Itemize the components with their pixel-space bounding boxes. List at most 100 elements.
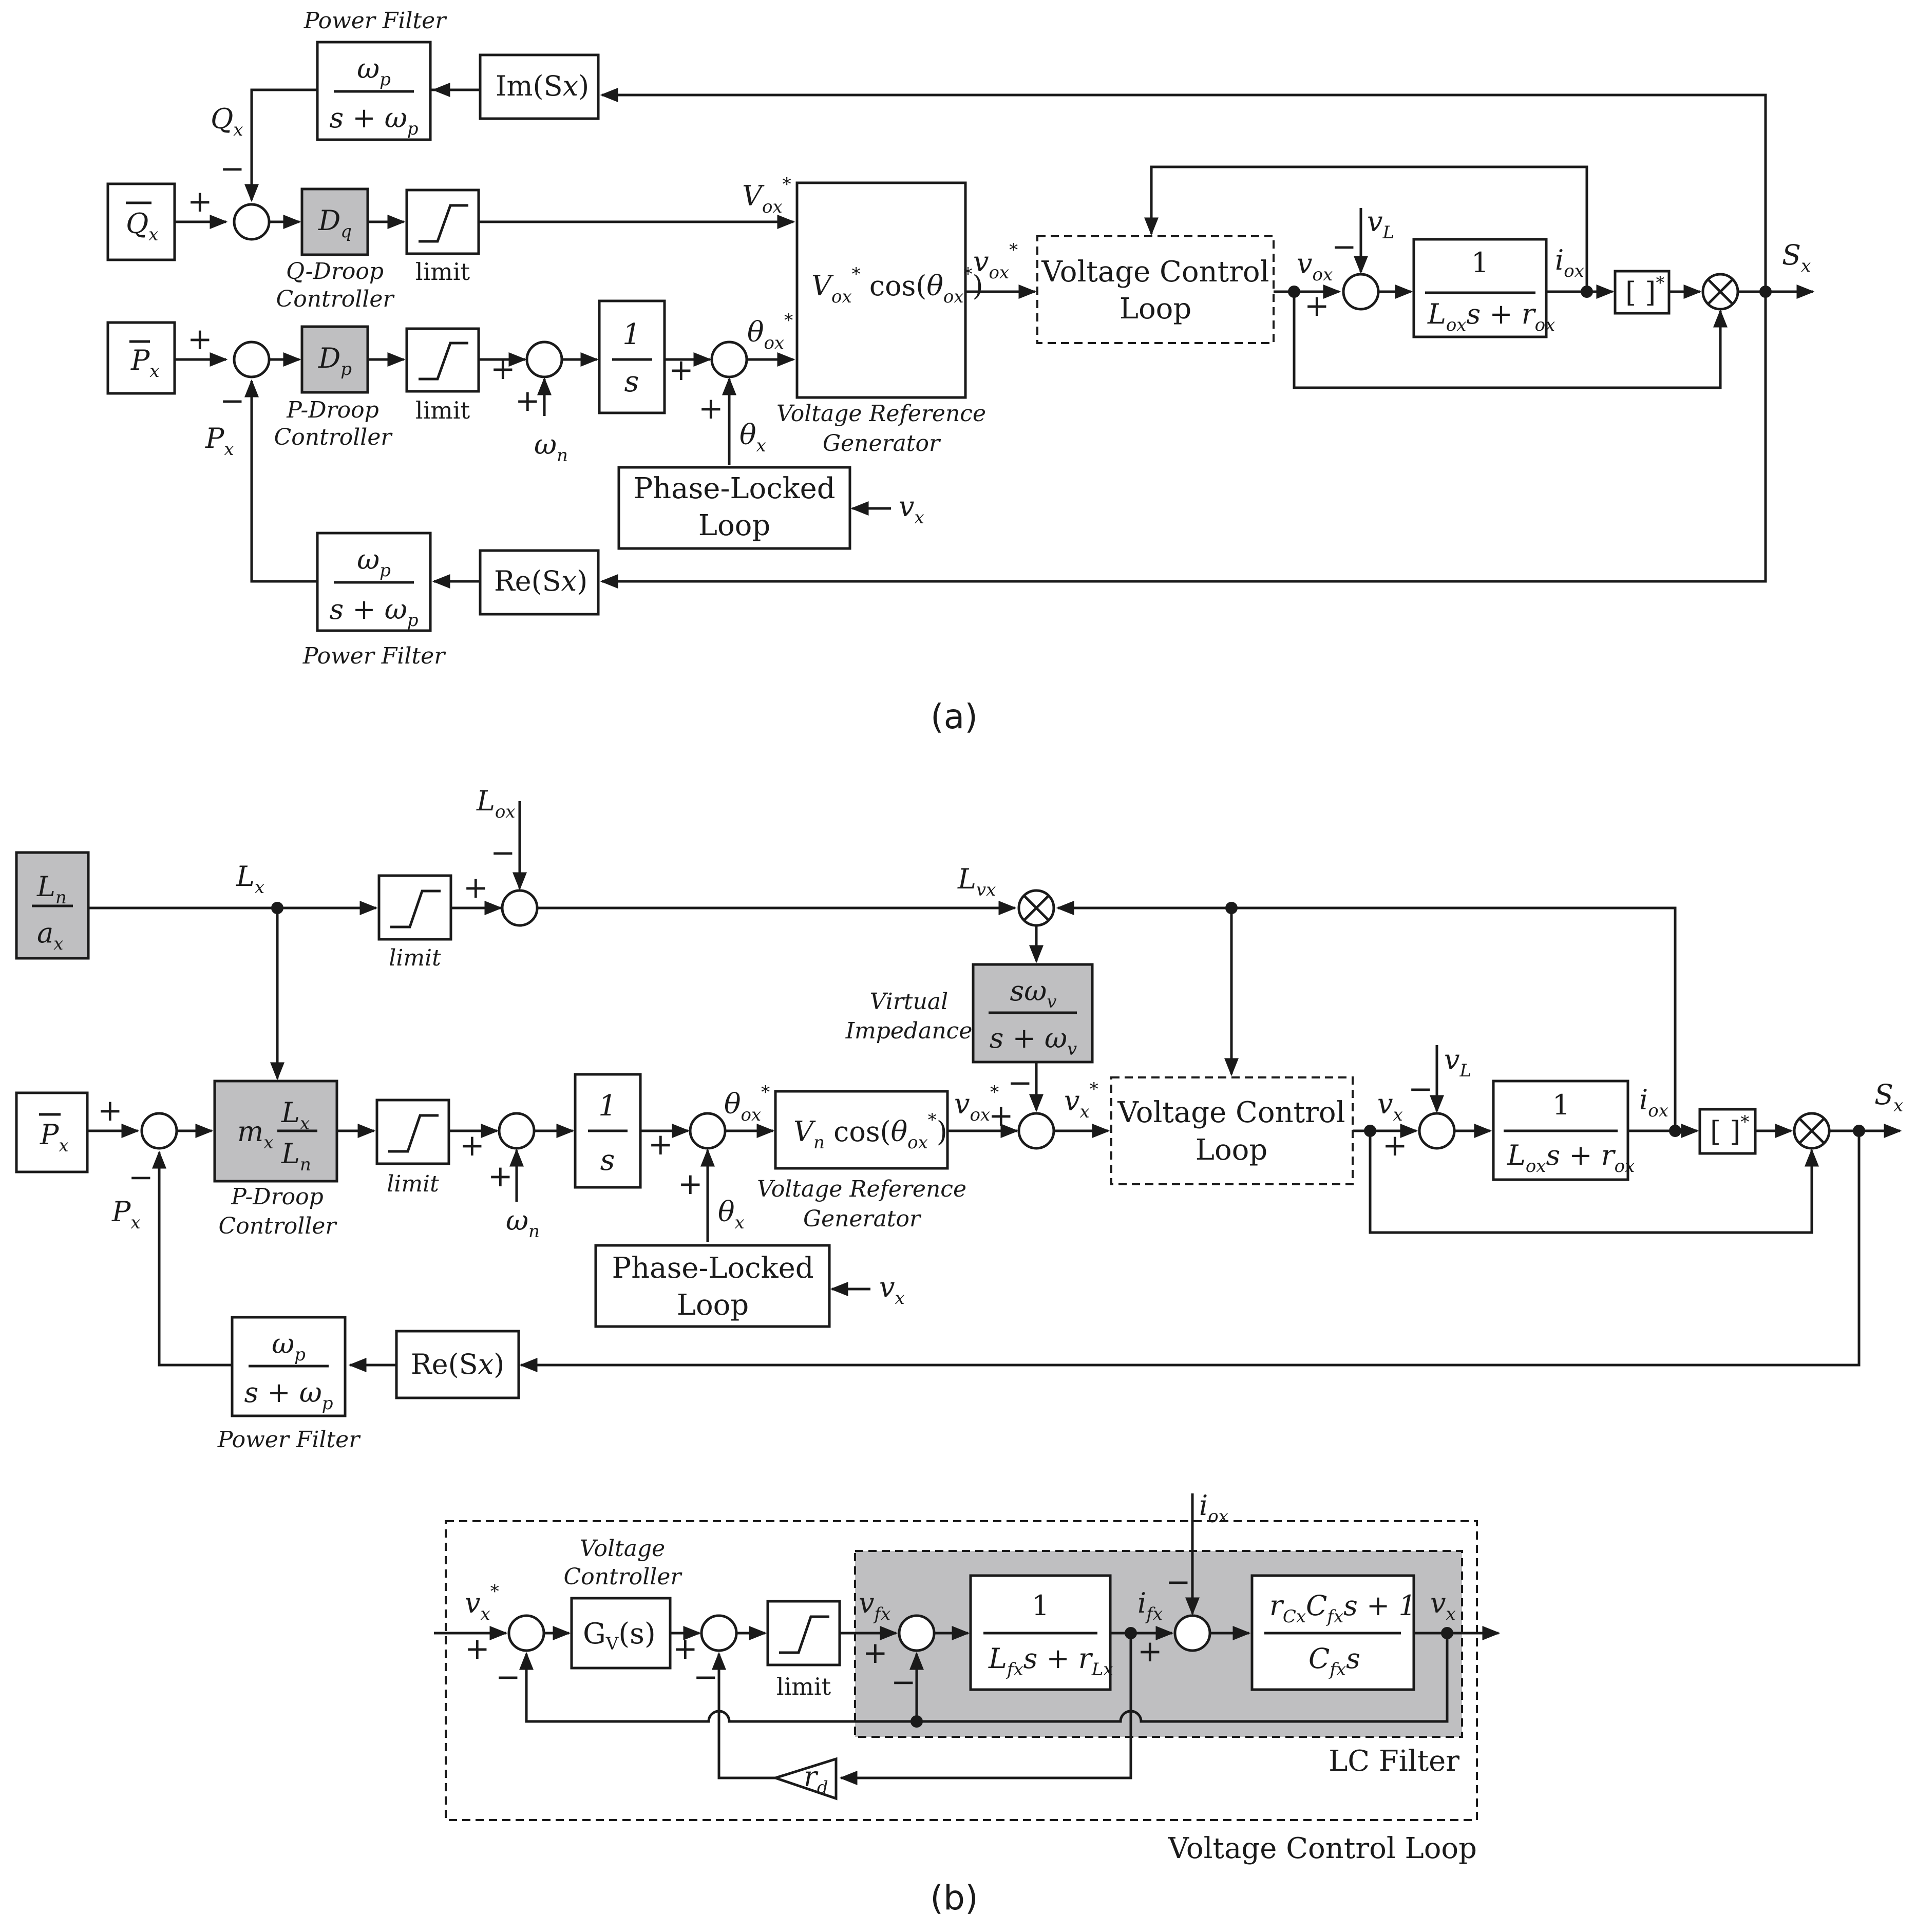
q-summing-junction: [233, 203, 271, 241]
svg-text:s: s: [600, 1144, 615, 1177]
theta-summing-junction-b: [689, 1112, 727, 1150]
svg-text:Loxs + rox: Loxs + rox: [1427, 298, 1555, 335]
svg-text:Px: Px: [205, 422, 234, 460]
svg-text:sωv: sωv: [1010, 975, 1057, 1012]
svg-text:Vox*: Vox*: [742, 174, 791, 217]
voltage-control-loop-label: Voltage Control Loop: [1168, 1832, 1477, 1865]
power-filter-bottom-label-a: Power Filter: [302, 643, 446, 669]
svg-text:Im(Sx): Im(Sx): [496, 70, 589, 102]
rd-summing-junction: [700, 1614, 738, 1652]
svg-text:+: +: [1304, 288, 1330, 323]
svg-text:vL: vL: [1444, 1044, 1471, 1081]
p-summing-junction-b: [140, 1112, 178, 1150]
omega-summing-junction-a: [525, 340, 563, 378]
limit-block-c: [766, 1600, 841, 1666]
svg-text:+: +: [1137, 1634, 1163, 1669]
svg-text:s + ωp: s + ωp: [329, 593, 418, 631]
vrg-label-b: Voltage Reference: [757, 1176, 966, 1202]
svg-text:+: +: [187, 184, 213, 219]
svg-text:Controller: Controller: [276, 286, 395, 312]
svg-text:ifx: ifx: [1137, 1587, 1163, 1624]
svg-text:ωp: ωp: [357, 543, 391, 581]
svg-text:θx: θx: [718, 1196, 745, 1233]
dp-block: [300, 325, 369, 394]
svg-text:Sx: Sx: [1874, 1078, 1903, 1116]
svg-text:−: −: [1408, 1071, 1433, 1106]
p-limit-block-a: [405, 327, 480, 393]
svg-text:+: +: [187, 321, 213, 356]
svg-text:Controller: Controller: [219, 1213, 338, 1239]
svg-text:Loop: Loop: [677, 1289, 749, 1322]
svg-text:1: 1: [598, 1089, 617, 1123]
vl-summing-junction-b: [1418, 1112, 1456, 1150]
svg-text:iox: iox: [1199, 1489, 1228, 1527]
panel-a-caption: (a): [931, 697, 978, 736]
svg-text:mx: mx: [237, 1115, 273, 1153]
svg-text:θox*: θox*: [747, 310, 793, 353]
iox-summing-junction: [1173, 1614, 1211, 1652]
panel-b: Ln ax Lx limit + − Lox Lvx sωv s + ωv Vi…: [15, 785, 1903, 1453]
svg-text:Loop: Loop: [1196, 1133, 1267, 1167]
svg-text:GV(s): GV(s): [583, 1617, 656, 1654]
svg-text:Lvx: Lvx: [957, 863, 996, 900]
power-filter-label-b: Power Filter: [217, 1427, 361, 1453]
svg-text:+: +: [678, 1166, 703, 1201]
svg-text:−: −: [891, 1664, 916, 1699]
svg-text:Voltage Control: Voltage Control: [1041, 255, 1269, 289]
svg-text:−: −: [496, 1659, 521, 1694]
voltage-reference-generator-b: [774, 1090, 949, 1170]
p-limit-block-b: [375, 1098, 450, 1165]
q-limit-block: [405, 188, 480, 255]
svg-text:−: −: [1166, 1564, 1191, 1599]
svg-text:Loop: Loop: [698, 509, 770, 542]
svg-text:Controller: Controller: [564, 1564, 683, 1590]
svg-text:Lx: Lx: [281, 1096, 310, 1134]
svg-text:Dp: Dp: [318, 342, 352, 380]
svg-text:limit: limit: [387, 1171, 439, 1197]
q-reference-block: [106, 182, 176, 261]
svg-text:Phase-Locked: Phase-Locked: [633, 472, 835, 505]
power-filter-top-label: Power Filter: [303, 8, 447, 34]
svg-text:Sx: Sx: [1782, 239, 1811, 276]
svg-text:+: +: [669, 352, 694, 387]
svg-text:+: +: [673, 1631, 698, 1666]
p-droop-block-b: [213, 1079, 338, 1183]
svg-text:Qx: Qx: [211, 103, 243, 140]
output-impedance-block-a: [1412, 238, 1548, 338]
svg-text:Phase-Locked: Phase-Locked: [612, 1252, 813, 1285]
svg-text:−: −: [1008, 1065, 1033, 1100]
p-reference-block-b: [15, 1091, 89, 1173]
svg-text:[ ]*: [ ]*: [1710, 1112, 1749, 1148]
svg-text:vx: vx: [1377, 1088, 1403, 1125]
dq-block: [300, 187, 369, 256]
virtual-impedance-label: Virtual: [870, 989, 948, 1015]
p-droop-label-a: P-Droop: [286, 397, 379, 423]
re-sx-block-b: [395, 1330, 520, 1399]
svg-text:−: −: [693, 1659, 718, 1694]
svg-text:Qx: Qx: [126, 207, 158, 245]
conjugate-block-b: [1698, 1108, 1757, 1155]
svg-text:[ ]*: [ ]*: [1625, 273, 1664, 309]
svg-text:Loxs + rox: Loxs + rox: [1507, 1139, 1635, 1177]
svg-text:+: +: [863, 1635, 888, 1670]
integrator-block-a: [598, 299, 666, 414]
lc-filter-label: LC Filter: [1329, 1745, 1459, 1778]
svg-text:s + ωp: s + ωp: [329, 102, 418, 139]
svg-text:1: 1: [1471, 247, 1489, 279]
vrg-label-a: Voltage Reference: [776, 401, 986, 427]
p-summing-junction-a: [233, 340, 271, 378]
vfx-summing-junction: [898, 1614, 936, 1652]
svg-text:iox: iox: [1555, 244, 1584, 281]
svg-text:vox: vox: [1297, 248, 1333, 285]
pll-block-b: [594, 1244, 831, 1328]
svg-text:+: +: [698, 391, 724, 426]
svg-text:−: −: [490, 835, 516, 870]
gv-block: [570, 1597, 672, 1670]
svg-text:Re(Sx): Re(Sx): [411, 1348, 504, 1380]
svg-text:Controller: Controller: [274, 424, 393, 450]
svg-text:+: +: [490, 351, 516, 386]
voltage-control-loop-block-b: [1110, 1076, 1354, 1185]
svg-text:+: +: [515, 383, 540, 418]
lvx-summing-junction: [501, 889, 539, 927]
